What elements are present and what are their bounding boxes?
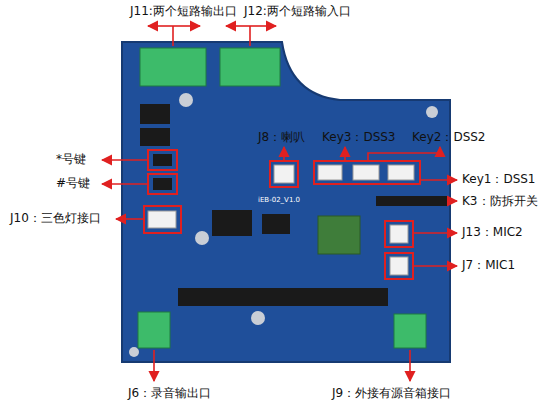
- connectors: [148, 165, 414, 275]
- callout-label: J10：三色灯接口: [10, 211, 101, 226]
- callout-label: Key2：DSS2: [412, 130, 486, 145]
- callout-label: J8：喇叭: [258, 130, 305, 145]
- highlight-boxes: [144, 150, 420, 279]
- module: [318, 216, 360, 254]
- callout-label: *号键: [56, 152, 86, 167]
- callout-label: Key3：DSS3: [322, 130, 396, 145]
- components: [140, 104, 448, 306]
- callout-label: J13：MIC2: [462, 225, 523, 240]
- callout-label: J9：外接有源音箱接口: [332, 386, 451, 401]
- callout-label: #号键: [56, 176, 90, 191]
- callout-label: J12:两个短路输入口: [244, 4, 351, 19]
- callout-label: J7：MIC1: [462, 258, 515, 273]
- silkscreen-text: iEB-02_V1.0: [258, 196, 300, 205]
- leader-lines: [102, 26, 457, 381]
- mount-holes: [129, 93, 438, 357]
- pcb-board: [122, 42, 450, 362]
- callout-label: Key1：DSS1: [462, 172, 536, 187]
- callout-label: J6：录音输出口: [128, 386, 211, 401]
- callout-label: K3：防拆开关: [462, 194, 538, 209]
- callout-label: J11:两个短路输出口: [130, 4, 237, 19]
